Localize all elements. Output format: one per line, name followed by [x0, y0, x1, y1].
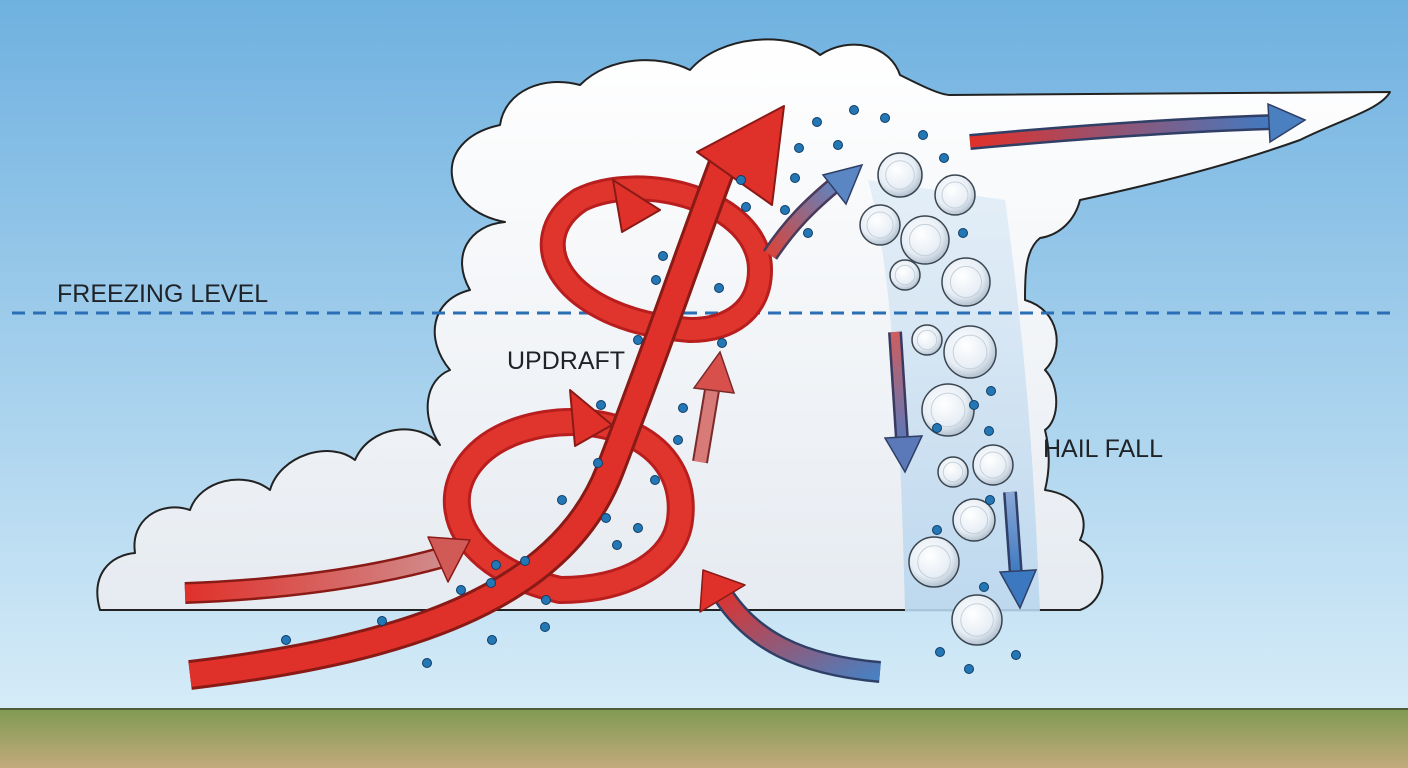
water-droplet-icon — [714, 283, 724, 293]
hailstone-icon — [951, 594, 1003, 646]
inflow-arrow-left — [184, 536, 471, 604]
water-droplet-icon — [650, 475, 660, 485]
water-droplet-icon — [658, 251, 668, 261]
water-droplet-icon — [596, 400, 606, 410]
water-droplet-icon — [932, 423, 942, 433]
water-droplets — [281, 105, 1021, 674]
water-droplet-icon — [918, 130, 928, 140]
hailstone-ring — [930, 392, 966, 428]
water-droplet-icon — [969, 400, 979, 410]
water-droplet-icon — [486, 578, 496, 588]
water-droplet-icon — [939, 153, 949, 163]
hailstone-ring — [979, 451, 1007, 479]
upper-diagonal-arrow — [762, 163, 864, 260]
hailstone-icon — [908, 536, 960, 588]
water-droplet-icon — [794, 143, 804, 153]
water-droplet-icon — [985, 495, 995, 505]
hailstone-ring — [916, 329, 938, 351]
rotation-spiral-upper — [539, 175, 774, 343]
water-droplet-icon — [593, 458, 603, 468]
freezing-level-label: FREEZING LEVEL — [57, 280, 268, 308]
water-droplet-icon — [633, 523, 643, 533]
hailstone-icon — [900, 215, 950, 265]
water-droplet-icon — [979, 582, 989, 592]
hailstone-ring — [941, 181, 969, 209]
spiral-arrowhead-lower — [569, 389, 613, 447]
water-droplet-icon — [717, 338, 727, 348]
inflow-arrow-right — [699, 569, 881, 683]
hailstone-icon — [972, 444, 1014, 486]
ground-strip — [0, 708, 1408, 768]
water-droplet-icon — [281, 635, 291, 645]
water-droplet-icon — [673, 435, 683, 445]
hailstone-ring — [960, 603, 994, 637]
water-droplet-icon — [601, 513, 611, 523]
water-droplet-icon — [491, 560, 501, 570]
hailstone-ring — [917, 545, 951, 579]
hailstone-ring — [885, 160, 915, 190]
water-droplet-icon — [932, 525, 942, 535]
spiral-arrowhead-upper — [612, 179, 661, 233]
anvil-outflow-arrow — [969, 102, 1307, 150]
water-droplet-icon — [422, 658, 432, 668]
hailstone-ring — [949, 265, 983, 299]
water-droplet-icon — [986, 386, 996, 396]
water-droplet-icon — [790, 173, 800, 183]
hailstone-ring — [908, 223, 942, 257]
water-droplet-icon — [557, 495, 567, 505]
downdraft-arrow-upper — [883, 331, 924, 474]
water-droplet-icon — [612, 540, 622, 550]
hailstone-icon — [941, 257, 991, 307]
hailstone-ring — [894, 264, 916, 286]
water-droplet-icon — [377, 616, 387, 626]
hail-fall-label: HAIL FALL — [1043, 435, 1163, 463]
water-droplet-icon — [520, 556, 530, 566]
water-droplet-icon — [1011, 650, 1021, 660]
water-droplet-icon — [487, 635, 497, 645]
water-droplet-icon — [541, 595, 551, 605]
hailstone-icon — [877, 152, 923, 198]
hailstone-icon — [943, 325, 997, 379]
water-droplet-icon — [678, 403, 688, 413]
water-droplet-icon — [984, 426, 994, 436]
water-droplet-icon — [964, 664, 974, 674]
water-droplet-icon — [780, 205, 790, 215]
updraft-label: UPDRAFT — [507, 347, 625, 375]
water-droplet-icon — [651, 275, 661, 285]
hailstone-icon — [921, 383, 975, 437]
downdraft-arrow-lower — [998, 491, 1038, 610]
hailstone-icon — [934, 174, 976, 216]
water-droplet-icon — [880, 113, 890, 123]
water-droplet-icon — [803, 228, 813, 238]
hailstone-icon — [937, 456, 969, 488]
hailstone-ring — [959, 505, 989, 535]
water-droplet-icon — [736, 175, 746, 185]
water-droplet-icon — [833, 140, 843, 150]
hailstone-ring — [952, 334, 988, 370]
water-droplet-icon — [812, 117, 822, 127]
water-droplet-icon — [849, 105, 859, 115]
small-updraft-arrow — [692, 350, 736, 464]
hailstone-icon — [889, 259, 921, 291]
hailstone-icon — [952, 498, 996, 542]
main-updraft-arrow — [188, 105, 785, 690]
water-droplet-icon — [540, 622, 550, 632]
hailstone-icon — [859, 204, 901, 246]
hailstones — [859, 152, 1014, 646]
hailstone-ring — [942, 461, 964, 483]
water-droplet-icon — [935, 647, 945, 657]
water-droplet-icon — [958, 228, 968, 238]
water-droplet-icon — [741, 202, 751, 212]
hailstone-ring — [866, 211, 894, 239]
water-droplet-icon — [633, 335, 643, 345]
hailstone-icon — [911, 324, 943, 356]
water-droplet-icon — [456, 585, 466, 595]
